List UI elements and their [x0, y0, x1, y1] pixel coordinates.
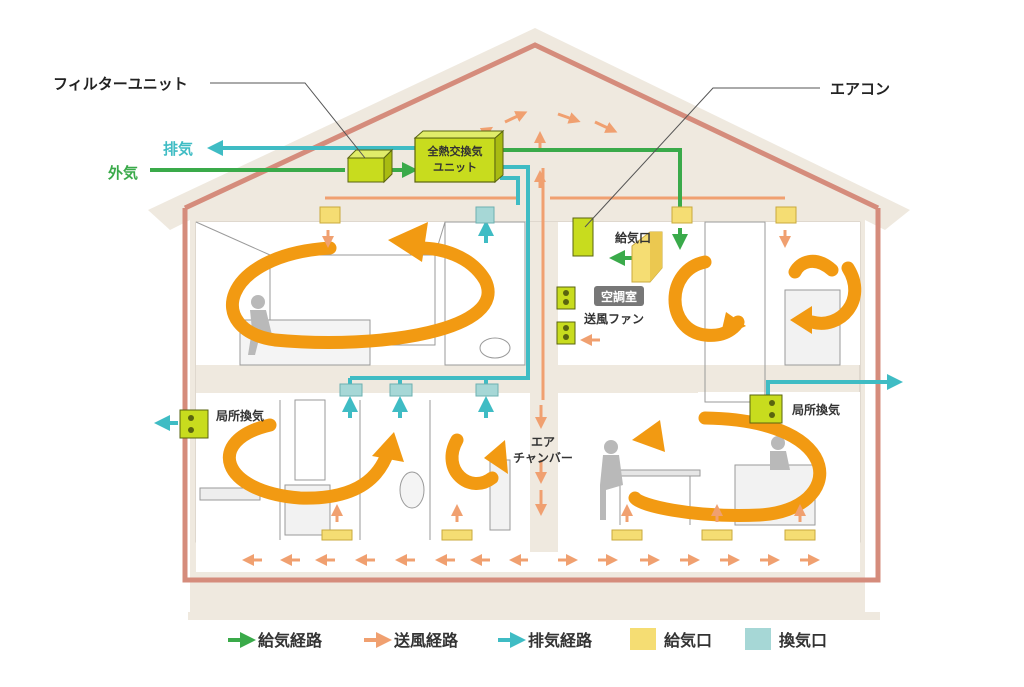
vent-ports: [339, 206, 499, 397]
blower-fan-label: 送風ファン: [583, 311, 644, 326]
supply-port-box-icon: [631, 231, 663, 283]
circulation-loops: [222, 241, 862, 522]
legend-blower-label: 送風経路: [393, 631, 459, 650]
filter-unit-icon: [346, 148, 394, 184]
legend-vent-port-swatch: [745, 628, 771, 650]
supply-ports: [319, 206, 816, 541]
supply-port-label: 給気口: [615, 230, 651, 245]
legend-blower-route: 送風経路: [364, 631, 459, 650]
hrv-unit-icon: [413, 129, 505, 184]
local-vent-left-label: 局所換気: [216, 408, 264, 423]
local-vent-right-label: 局所換気: [792, 402, 840, 417]
hrv-unit-label-line1: 全熱交換気: [427, 144, 483, 158]
supply-air-paths: [150, 148, 688, 266]
legend-supply-port-label: 給気口: [664, 631, 712, 650]
aircon-label: エアコン: [830, 80, 890, 98]
air-chamber-label-line2: チャンバー: [513, 451, 573, 465]
legend: 給気経路 送風経路 排気経路 給気口 換気口: [228, 628, 827, 650]
exhaust-paths: [154, 140, 903, 431]
legend-vent-port-label: 換気口: [779, 631, 827, 650]
legend-supply-port-swatch: [630, 628, 656, 650]
filter-unit-label: フィルターユニット: [53, 75, 188, 93]
aircon-icon: [572, 217, 594, 257]
legend-supply-route: 給気経路: [228, 631, 323, 650]
legend-supply-port: 給気口: [630, 628, 712, 650]
exhaust-label: 排気: [163, 140, 193, 158]
blower-fan-icons: [556, 286, 576, 345]
leader-lines: [210, 82, 820, 228]
outside-air-label: 外気: [107, 164, 138, 182]
legend-supply-label: 給気経路: [258, 631, 323, 650]
ac-room-badge: [594, 286, 644, 306]
legend-exhaust-label: 排気経路: [528, 631, 593, 650]
blower-arrows: [242, 111, 820, 566]
blower-paths: [325, 168, 785, 400]
legend-vent-port: 換気口: [745, 628, 827, 650]
legend-exhaust-route: 排気経路: [498, 631, 593, 650]
hrv-unit-label-line2: ユニット: [433, 161, 477, 174]
circulation-arrowheads: [372, 222, 812, 474]
air-chamber-label-line1: エア: [531, 435, 555, 449]
ac-room-label: 空調室: [601, 289, 637, 304]
local-vent-fan-icons: [179, 394, 783, 439]
